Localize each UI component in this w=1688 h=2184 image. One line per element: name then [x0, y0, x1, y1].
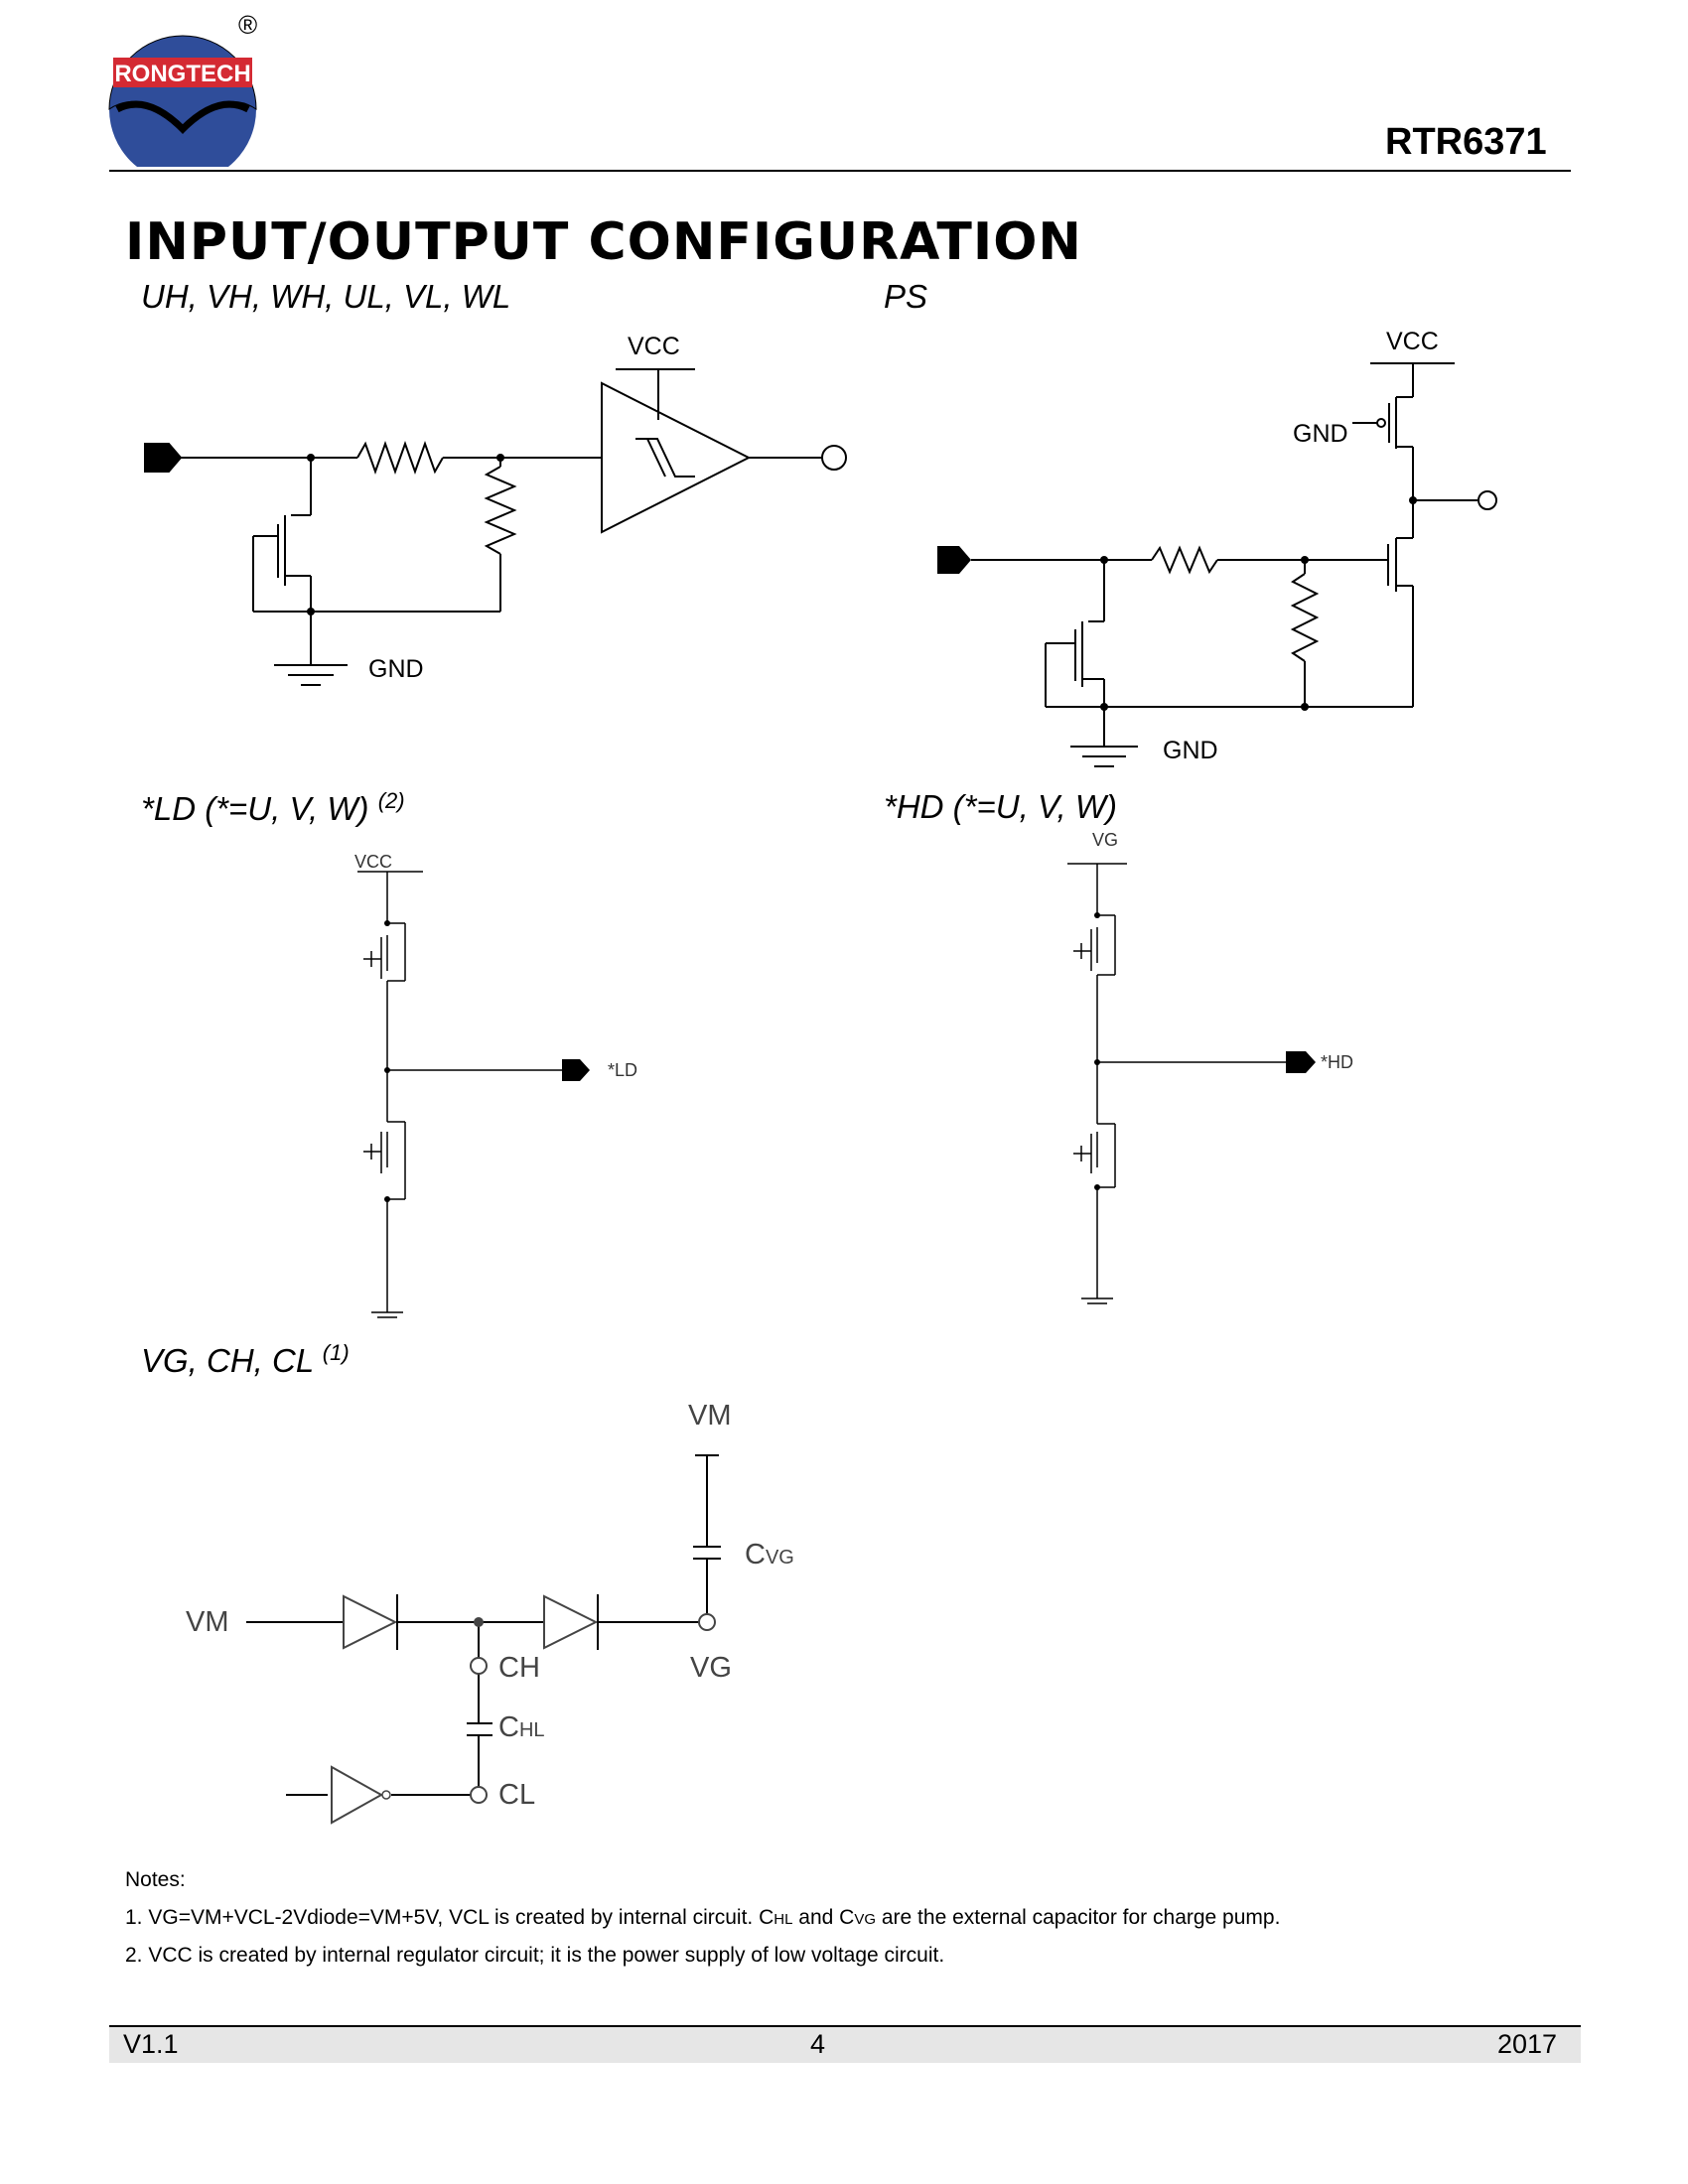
- label-vm-left: VM: [186, 1606, 229, 1638]
- section-title-ld: *LD (*=U, V, W) (2): [141, 788, 405, 827]
- note-2: 2. VCC is created by internal regulator …: [125, 1944, 945, 1967]
- ps-schematic: [937, 362, 1497, 767]
- footer-rule: [109, 2025, 1581, 2027]
- label-hd-vg: VG: [1092, 830, 1119, 850]
- footer-year: 2017: [1497, 2029, 1558, 2059]
- label-gnd: GND: [368, 655, 424, 683]
- notes-heading: Notes:: [125, 1868, 186, 1891]
- label-cl: CL: [498, 1779, 536, 1811]
- label-vg-node: VG: [690, 1652, 732, 1684]
- header-rule: [109, 170, 1571, 172]
- logo-text: RONGTECH: [114, 61, 250, 87]
- label-ld-out: *LD: [608, 1060, 638, 1080]
- hd-schematic: [1067, 863, 1316, 1304]
- label-vm-top: VM: [688, 1400, 732, 1432]
- note-1: 1. VG=VM+VCL-2Vdiode=VM+5V, VCL is creat…: [125, 1906, 1281, 1929]
- footer-version: V1.1: [123, 2029, 179, 2059]
- part-number: RTR6371: [1385, 121, 1547, 163]
- label-ch: CH: [498, 1652, 540, 1684]
- input-schematic: [144, 368, 847, 686]
- rongtech-logo: RONGTECH: [108, 35, 257, 167]
- footer-page-number: 4: [810, 2029, 826, 2059]
- page-title: INPUT/OUTPUT CONFIGURATION: [125, 212, 1082, 272]
- section-title-ps: PS: [884, 278, 928, 315]
- section-title-inputs: UH, VH, WH, UL, VL, WL: [141, 278, 511, 315]
- label-hd-out: *HD: [1321, 1052, 1354, 1072]
- label-ps-gnd: GND: [1163, 737, 1218, 764]
- label-chl: CHL: [498, 1711, 545, 1743]
- registered-mark: ®: [238, 10, 258, 40]
- label-vcc: VCC: [628, 333, 680, 360]
- charge-pump-schematic: [246, 1454, 721, 1825]
- label-ps-vcc: VCC: [1386, 328, 1439, 355]
- section-title-hd: *HD (*=U, V, W): [884, 788, 1117, 825]
- section-title-vg: VG, CH, CL (1): [141, 1340, 350, 1379]
- label-cvg: CVG: [745, 1539, 794, 1570]
- footer-bar: [109, 2027, 1581, 2063]
- ld-schematic: [357, 871, 590, 1318]
- label-ld-vcc: VCC: [354, 852, 393, 872]
- label-ps-gnd-gate: GND: [1293, 420, 1348, 448]
